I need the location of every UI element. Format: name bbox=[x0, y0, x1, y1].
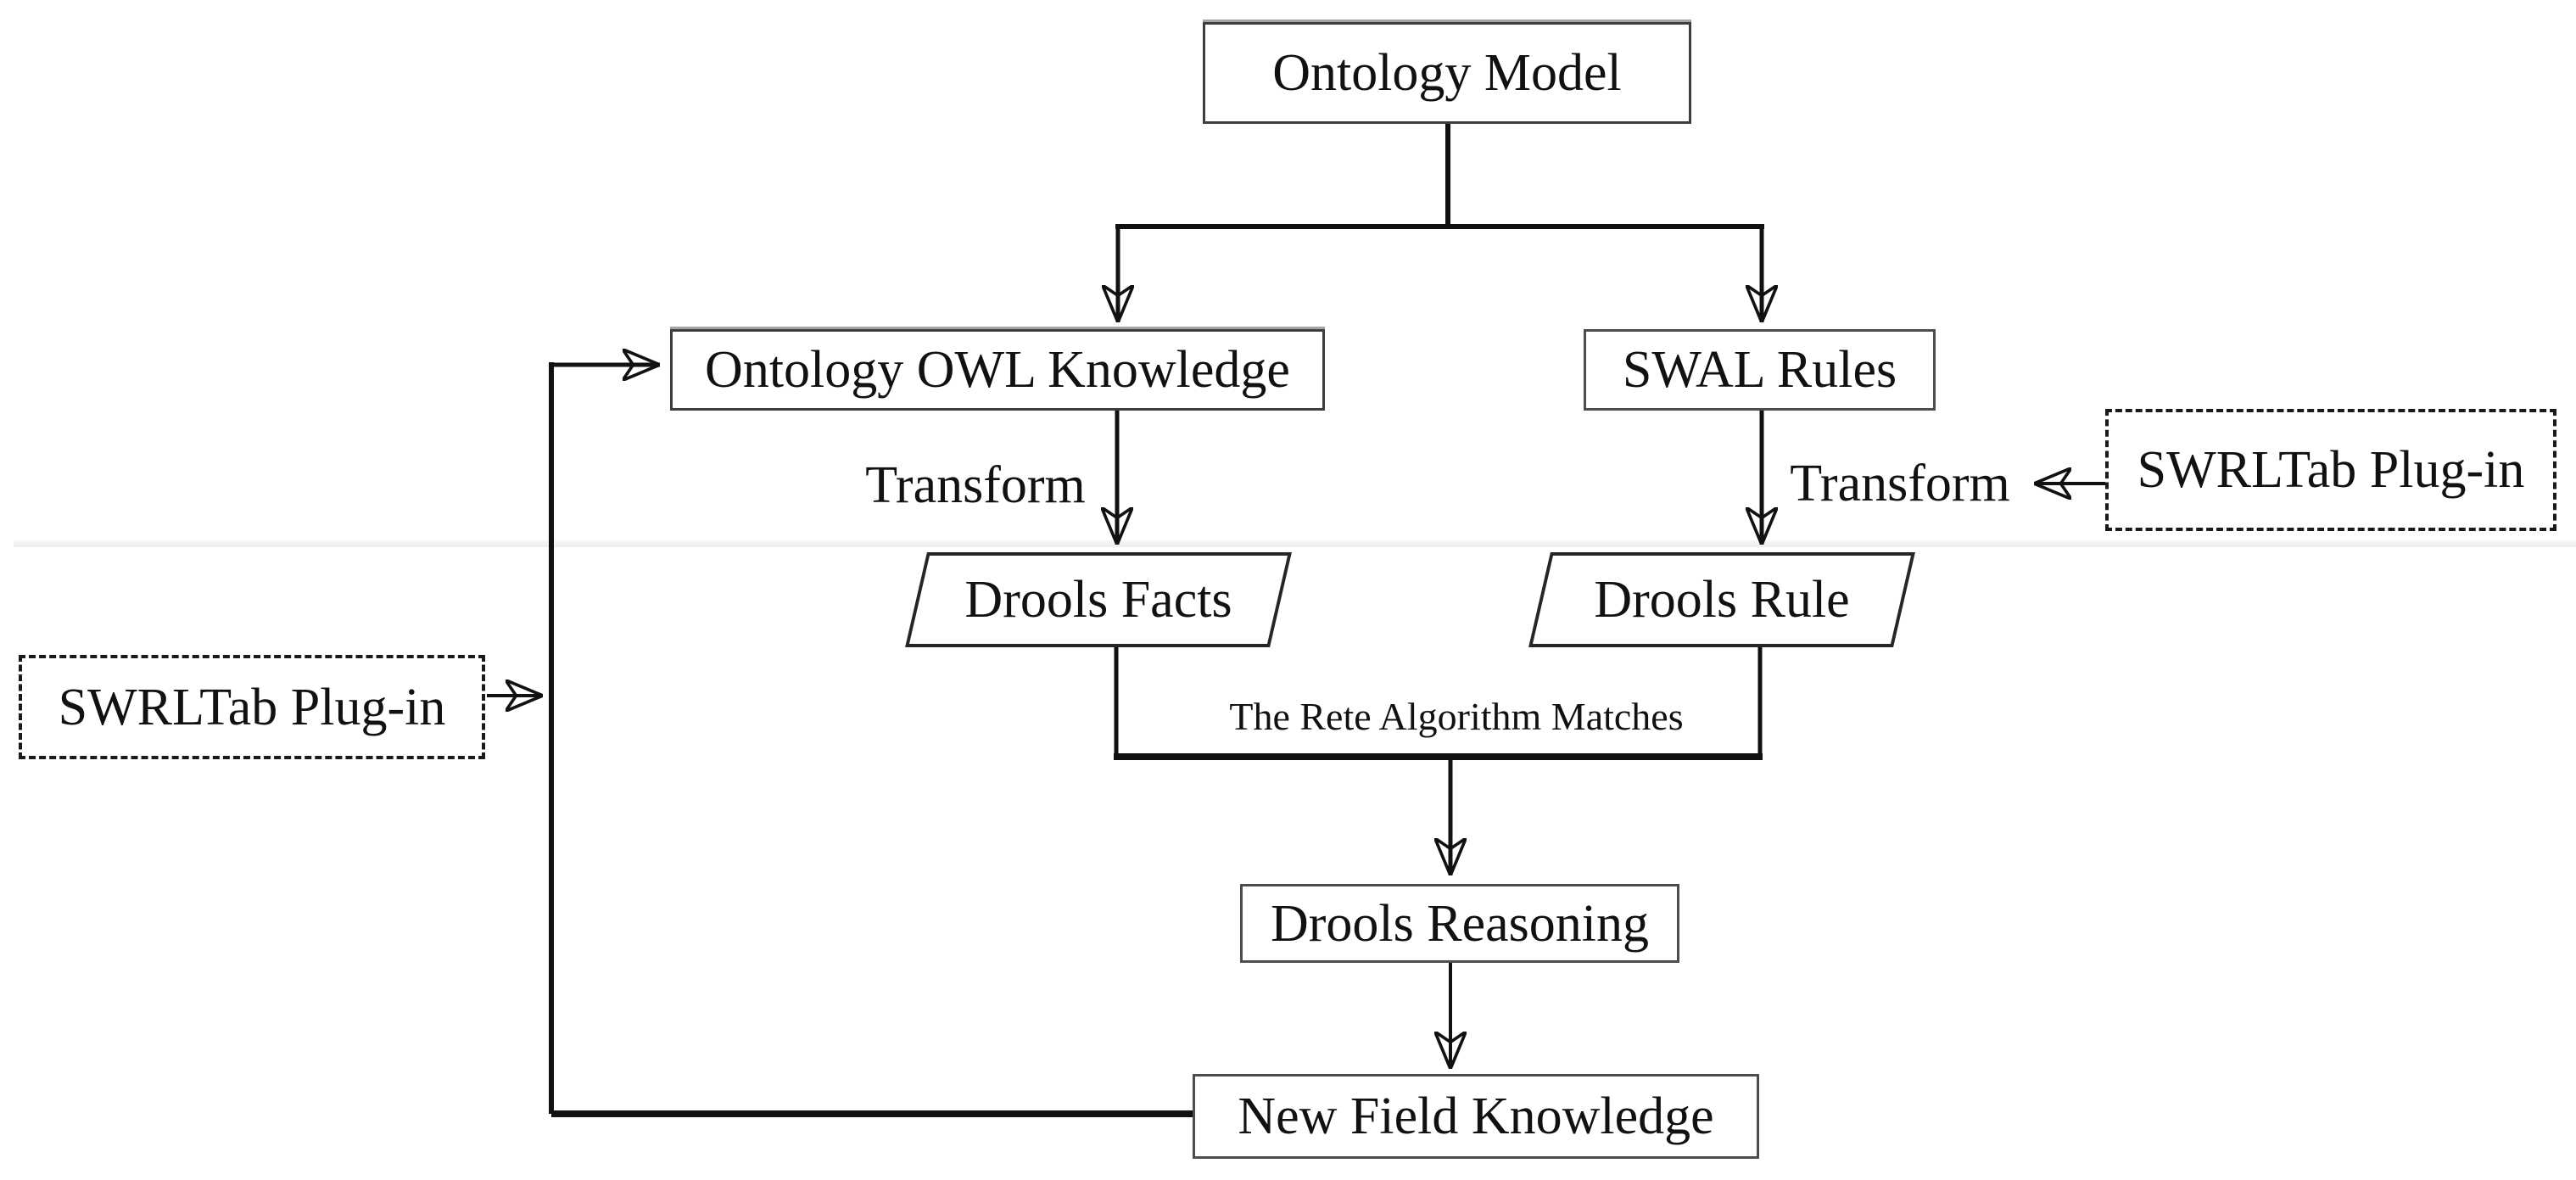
label-transform-right: Transform bbox=[1785, 457, 2015, 510]
page-divider-line bbox=[14, 540, 2576, 547]
node-drools-reasoning: Drools Reasoning bbox=[1240, 884, 1679, 963]
node-drools-facts: Drools Facts bbox=[905, 552, 1292, 647]
node-drools-rule: Drools Rule bbox=[1528, 552, 1915, 647]
label-transform-left: Transform bbox=[860, 459, 1091, 512]
label-rete-algorithm: The Rete Algorithm Matches bbox=[1224, 697, 1689, 736]
node-ontology-owl-knowledge: Ontology OWL Knowledge bbox=[670, 329, 1325, 411]
node-swal-rules: SWAL Rules bbox=[1584, 329, 1936, 411]
node-ontology-model: Ontology Model bbox=[1203, 22, 1691, 124]
node-swrltab-plugin-left: SWRLTab Plug-in bbox=[19, 655, 485, 759]
drools-facts-label: Drools Facts bbox=[964, 571, 1232, 629]
node-swrltab-plugin-right: SWRLTab Plug-in bbox=[2105, 409, 2556, 531]
drools-rule-label: Drools Rule bbox=[1594, 571, 1850, 629]
node-new-field-knowledge: New Field Knowledge bbox=[1193, 1074, 1759, 1159]
